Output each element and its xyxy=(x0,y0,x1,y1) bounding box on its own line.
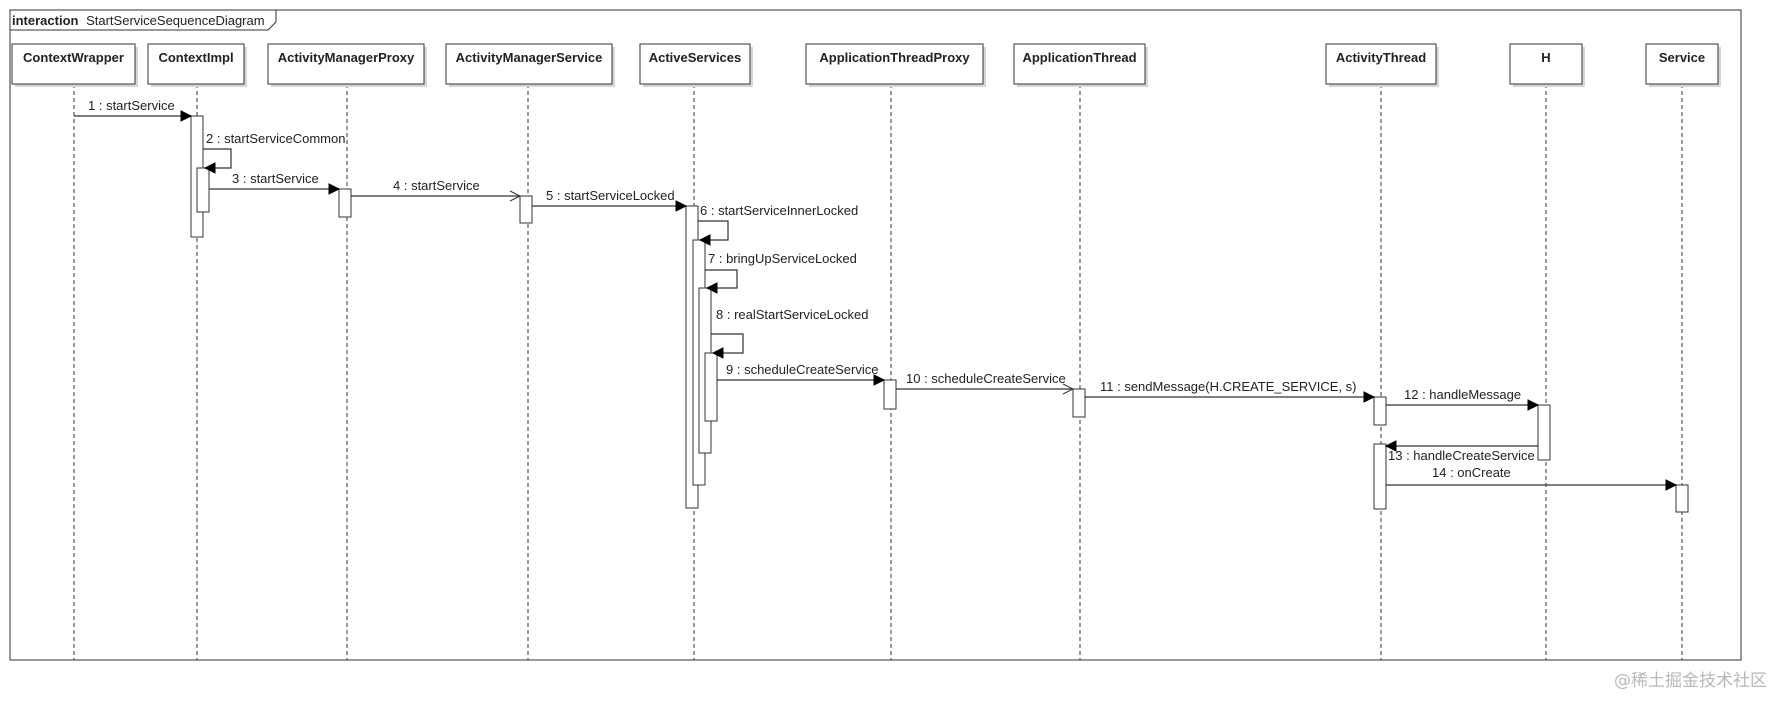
lifeline-box xyxy=(805,43,984,85)
frame-keyword: interaction xyxy=(12,13,79,28)
message-5: 5 : startServiceLocked xyxy=(532,188,688,212)
watermark: @稀土掘金技术社区 xyxy=(1614,671,1767,691)
lifeline-box xyxy=(1509,43,1583,85)
arrow-head-filled xyxy=(698,234,711,246)
lifeline-box xyxy=(267,43,425,85)
lifeline-cw: ContextWrapper xyxy=(11,43,138,660)
message-label: 2 : startServiceCommon xyxy=(206,131,345,146)
message-label: 6 : startServiceInnerLocked xyxy=(700,203,858,218)
arrow-head-filled xyxy=(1665,479,1678,491)
message-line xyxy=(203,148,232,169)
activation-bar xyxy=(883,379,897,410)
lifeline-label: ApplicationThreadProxy xyxy=(819,50,970,65)
arrow-head-open xyxy=(509,190,522,202)
lifelines: ContextWrapper ContextImpl ActivityManager… xyxy=(11,43,1721,660)
interaction-frame-tab xyxy=(10,10,277,31)
lifeline-label: ActivityManagerService xyxy=(456,50,603,65)
message-label: 5 : startServiceLocked xyxy=(546,188,675,203)
activation-bar xyxy=(1675,484,1689,513)
arrow-head-filled xyxy=(203,162,216,174)
interaction-frame xyxy=(9,9,1742,661)
message-line xyxy=(711,333,744,354)
message-line xyxy=(705,269,738,289)
lifeline-label: ContextImpl xyxy=(158,50,233,65)
message-14: 14 : onCreate xyxy=(1386,465,1678,491)
message-label: 7 : bringUpServiceLocked xyxy=(708,251,857,266)
lifeline-box xyxy=(445,43,613,85)
arrow-head-filled xyxy=(675,200,688,212)
message-label: 11 : sendMessage(H.CREATE_SERVICE, s) xyxy=(1100,379,1356,394)
activation-bar xyxy=(1537,404,1551,461)
activation-bar xyxy=(1373,396,1387,426)
lifeline-label: ContextWrapper xyxy=(23,50,124,65)
arrow-head-open xyxy=(1062,383,1075,395)
message-label: 8 : realStartServiceLocked xyxy=(716,307,868,322)
lifeline-box xyxy=(1645,43,1719,85)
lifeline-as: ActiveServices xyxy=(639,43,753,660)
lifeline-box xyxy=(147,43,245,85)
lifeline-box xyxy=(1325,43,1437,85)
arrow-head-filled xyxy=(873,374,886,386)
arrow-head-filled xyxy=(180,110,193,122)
message-1: 1 : startService xyxy=(74,98,193,122)
lifeline-label: ActivityThread xyxy=(1336,50,1426,65)
message-7: 7 : bringUpServiceLocked xyxy=(705,251,857,294)
message-11: 11 : sendMessage(H.CREATE_SERVICE, s) xyxy=(1085,379,1376,403)
lifeline-label: H xyxy=(1541,50,1550,65)
message-label: 14 : onCreate xyxy=(1432,465,1511,480)
lifeline-label: Service xyxy=(1659,50,1705,65)
message-10: 10 : scheduleCreateService xyxy=(896,371,1075,395)
message-label: 9 : scheduleCreateService xyxy=(726,362,878,377)
arrow-head-filled xyxy=(1384,440,1397,452)
lifeline-label: ActiveServices xyxy=(649,50,742,65)
message-label: 1 : startService xyxy=(88,98,175,113)
lifeline-ci: ContextImpl xyxy=(147,43,247,660)
message-4: 4 : startService xyxy=(351,178,522,202)
lifeline-svc: Service xyxy=(1645,43,1721,660)
lifeline-ams: ActivityManagerService xyxy=(445,43,615,660)
lifeline-h: H xyxy=(1509,43,1585,660)
message-label: 4 : startService xyxy=(393,178,480,193)
lifeline-amp: ActivityManagerProxy xyxy=(267,43,427,660)
message-12: 12 : handleMessage xyxy=(1386,387,1540,411)
lifeline-label: ActivityManagerProxy xyxy=(278,50,415,65)
activation-bar xyxy=(1072,388,1086,418)
message-6: 6 : startServiceInnerLocked xyxy=(698,203,858,246)
lifeline-box xyxy=(11,43,136,85)
activation-bar xyxy=(1373,443,1387,510)
lifeline-box xyxy=(639,43,751,85)
message-line xyxy=(698,220,729,241)
message-label: 12 : handleMessage xyxy=(1404,387,1521,402)
frame-label: interaction StartServiceSequenceDiagram xyxy=(12,13,265,28)
lifeline-act: ActivityThread xyxy=(1325,43,1439,660)
activation-bar xyxy=(519,195,533,224)
message-label: 3 : startService xyxy=(232,171,319,186)
messages: 1 : startService 2 : startServiceCommon 3 … xyxy=(74,98,1678,491)
message-9: 9 : scheduleCreateService xyxy=(717,362,886,386)
message-2: 2 : startServiceCommon xyxy=(203,131,345,174)
lifeline-at: ApplicationThread xyxy=(1013,43,1148,660)
lifeline-atp: ApplicationThreadProxy xyxy=(805,43,986,660)
arrow-head-filled xyxy=(705,282,718,294)
message-13: 13 : handleCreateService xyxy=(1384,440,1538,463)
arrow-head-filled xyxy=(1363,391,1376,403)
message-8: 8 : realStartServiceLocked xyxy=(711,307,868,359)
lifeline-label: ApplicationThread xyxy=(1022,50,1136,65)
message-label: 13 : handleCreateService xyxy=(1388,448,1535,463)
message-label: 10 : scheduleCreateService xyxy=(906,371,1066,386)
lifeline-box xyxy=(1013,43,1146,85)
activation-bar xyxy=(196,167,210,213)
frame-name: StartServiceSequenceDiagram xyxy=(86,13,264,28)
activation-bar xyxy=(704,352,718,422)
arrow-head-filled xyxy=(1527,399,1540,411)
activation-bar xyxy=(338,188,352,218)
arrow-head-filled xyxy=(328,183,341,195)
message-3: 3 : startService xyxy=(209,171,341,195)
arrow-head-filled xyxy=(711,347,724,359)
activations xyxy=(190,115,1689,513)
